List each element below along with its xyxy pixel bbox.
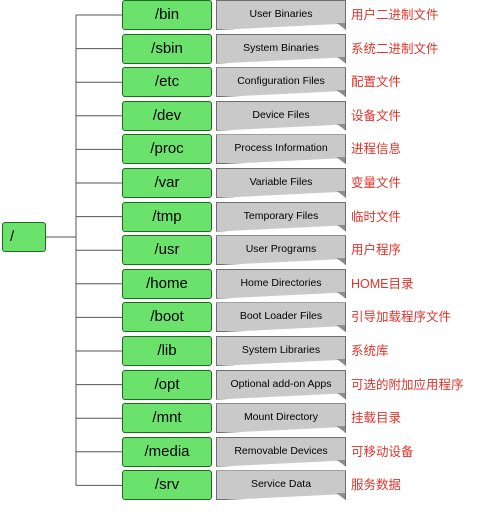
directory-chinese-label: HOME目录 <box>351 276 414 291</box>
directory-chinese-label: 用户二进制文件 <box>351 8 439 22</box>
directory-path-box: /sbin <box>122 33 212 64</box>
directory-path-box: /mnt <box>122 403 212 434</box>
directory-description-box: System Binaries <box>216 33 346 64</box>
directory-description-box: System Libraries <box>216 336 346 366</box>
directory-path-box: /srv <box>122 470 212 501</box>
directory-chinese-label: 引导加载程序文件 <box>351 310 452 325</box>
directory-chinese-label: 可选的附加应用程序 <box>351 377 464 392</box>
root-directory-label: / <box>10 228 15 245</box>
directory-description-box: User Programs <box>216 235 346 266</box>
directory-chinese-label: 进程信息 <box>351 142 402 157</box>
directory-chinese-label: 临时文件 <box>351 209 402 224</box>
directory-path-box: /home <box>122 268 212 299</box>
directory-chinese-label: 系统二进制文件 <box>351 41 439 56</box>
directory-chinese-label: 设备文件 <box>351 108 402 123</box>
directory-description-box: Variable Files <box>216 168 346 198</box>
directory-description-box: Removable Devices <box>216 436 346 467</box>
directory-chinese-label: 系统库 <box>351 344 389 358</box>
directory-description-box: Temporary Files <box>216 201 346 232</box>
directory-description-box: Optional add-on Apps <box>216 369 346 400</box>
root-directory-node: / <box>2 222 46 252</box>
directory-description-box: Process Information <box>216 134 346 165</box>
directory-description-box: Configuration Files <box>216 67 346 98</box>
directory-description-box: Mount Directory <box>216 403 346 434</box>
directory-path-box: /usr <box>122 235 212 266</box>
directory-chinese-label: 挂载目录 <box>351 411 402 426</box>
directory-chinese-label: 变量文件 <box>351 176 402 190</box>
directory-path-box: /proc <box>122 134 212 165</box>
directory-description-box: Device Files <box>216 100 346 131</box>
directory-chinese-label: 可移动设备 <box>351 444 414 459</box>
directory-chinese-label: 服务数据 <box>351 478 402 493</box>
directory-description-box: User Binaries <box>216 0 346 30</box>
directory-chinese-label: 用户程序 <box>351 243 402 258</box>
directory-chinese-label: 配置文件 <box>351 75 402 90</box>
directory-path-box: /opt <box>122 369 212 400</box>
directory-path-box: /etc <box>122 67 212 98</box>
directory-path-box: /var <box>122 168 212 198</box>
directory-path-box: /bin <box>122 0 212 30</box>
directory-description-box: Service Data <box>216 470 346 501</box>
directory-description-box: Boot Loader Files <box>216 302 346 333</box>
directory-path-box: /boot <box>122 302 212 333</box>
directory-path-box: /lib <box>122 336 212 366</box>
directory-path-box: /media <box>122 436 212 467</box>
directory-description-box: Home Directories <box>216 268 346 299</box>
directory-path-box: /tmp <box>122 201 212 232</box>
directory-path-box: /dev <box>122 100 212 131</box>
